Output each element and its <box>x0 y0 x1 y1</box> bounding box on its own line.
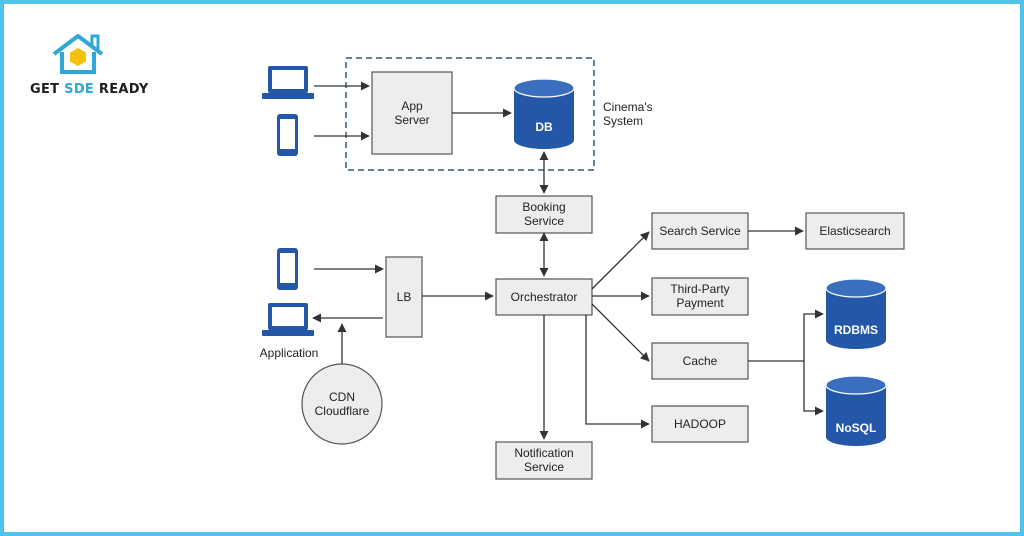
booking-service-label-1: Booking <box>522 200 565 214</box>
connectors <box>312 81 824 440</box>
arrow-orchestrator-to-hadoop <box>585 315 650 429</box>
notification-service-label-2: Service <box>524 460 564 474</box>
third-party-label-2: Payment <box>676 296 724 310</box>
hadoop-label: HADOOP <box>674 417 726 431</box>
db-label: DB <box>535 120 553 134</box>
mobile-phone-icon <box>277 114 298 156</box>
nosql-label: NoSQL <box>836 421 877 435</box>
cinema-system-boundary <box>345 57 595 171</box>
third-party-payment-box <box>651 277 749 316</box>
db-cylinder <box>513 78 575 149</box>
cache-box <box>651 342 749 380</box>
search-service-box <box>651 212 749 250</box>
notification-service-box <box>495 441 593 480</box>
app-server-label-2: Server <box>394 113 429 127</box>
arrow-cache-to-nosql <box>803 361 824 416</box>
search-service-label: Search Service <box>659 224 741 238</box>
app-server-label-1: App <box>401 99 423 113</box>
booking-service-label-2: Service <box>524 214 564 228</box>
application-label: Application <box>260 346 319 360</box>
laptop-icon <box>262 66 314 99</box>
cinema-system-label-2: System <box>603 114 643 128</box>
lb-box <box>385 256 423 338</box>
app-server-box <box>371 71 453 155</box>
rdbms-label: RDBMS <box>834 323 878 337</box>
arrow-orchestrator-to-cache <box>591 303 650 362</box>
cinema-system-label-1: Cinema's <box>603 100 653 114</box>
notification-service-label-1: Notification <box>514 446 573 460</box>
elasticsearch-label: Elasticsearch <box>819 224 890 238</box>
hadoop-box <box>651 405 749 443</box>
arrow-cache-to-rdbms <box>803 309 824 361</box>
elasticsearch-box <box>805 212 905 250</box>
booking-service-box <box>495 195 593 234</box>
arrow-orchestrator-to-search <box>591 231 650 290</box>
rdbms-cylinder <box>825 278 887 349</box>
nosql-cylinder <box>825 375 887 446</box>
lb-label: LB <box>397 290 412 304</box>
cdn-label-2: Cloudflare <box>315 404 370 418</box>
third-party-label-1: Third-Party <box>670 282 729 296</box>
cdn-label-1: CDN <box>329 390 355 404</box>
cache-label: Cache <box>683 354 718 368</box>
brand-name: GET SDE READY <box>30 82 149 97</box>
laptop-icon <box>262 303 314 336</box>
mobile-phone-icon <box>277 248 298 290</box>
orchestrator-label: Orchestrator <box>511 290 578 304</box>
brand-logo-icon <box>30 24 126 85</box>
